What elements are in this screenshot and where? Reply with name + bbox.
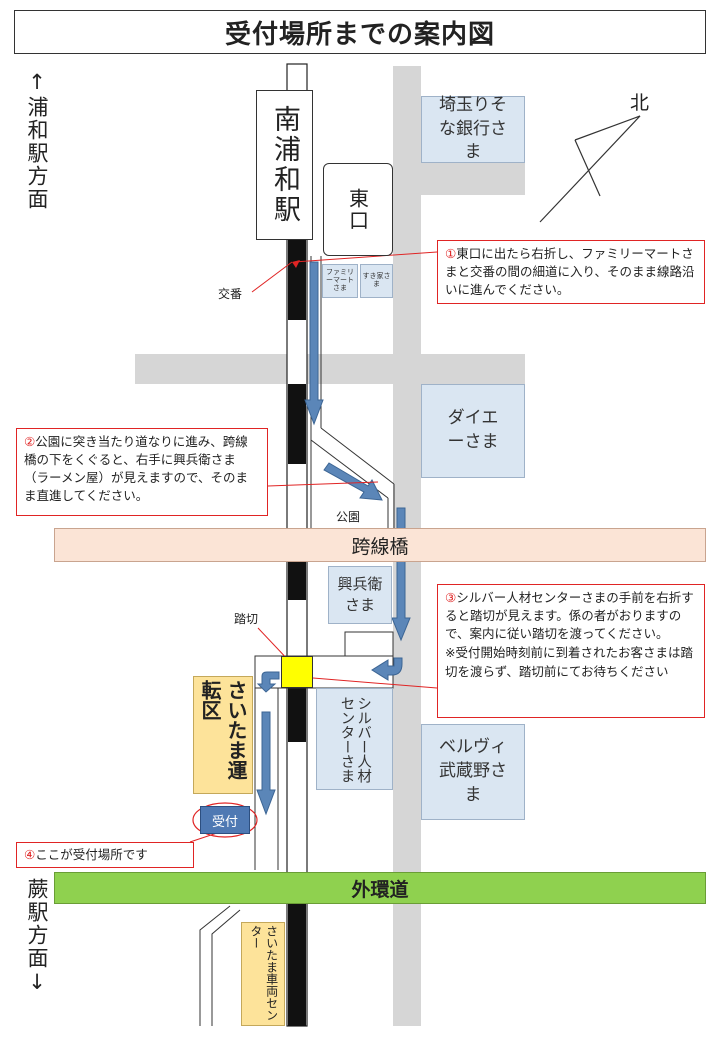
saitama-unten-ku: さいたま運転区 bbox=[193, 676, 253, 794]
koban-label: 交番 bbox=[218, 287, 243, 301]
crossing-label: 踏切 bbox=[234, 612, 259, 626]
railway-crossing bbox=[281, 656, 313, 688]
railway-block bbox=[288, 240, 306, 320]
bellvie-musashino: ベルヴィ武蔵野さま bbox=[421, 724, 525, 820]
station-name: 南浦和駅 bbox=[269, 105, 300, 225]
route-arrows bbox=[256, 261, 411, 816]
park-label: 公園 bbox=[336, 510, 361, 524]
direction-warabi: 蕨駅方面↓ bbox=[25, 878, 49, 996]
callout-step-3: ③シルバー人材センターさまの手前を右折すると踏切が見えます。係の者がおりますので… bbox=[437, 584, 705, 718]
railway-block bbox=[288, 560, 306, 600]
callout-step-4: ④ここが受付場所です bbox=[16, 842, 194, 868]
callout-step-1: ①東口に出たら右折し、ファミリーマートさまと交番の間の細道に入り、そのまま線路沿… bbox=[437, 240, 705, 304]
silver-jinzai-center: シルバー人材センターさま bbox=[316, 688, 393, 790]
direction-urawa: ↑浦和駅方面 bbox=[25, 70, 49, 211]
horizontal-road-top bbox=[421, 163, 525, 195]
daiei: ダイエーさま bbox=[421, 384, 525, 478]
station-building: 南浦和駅 bbox=[256, 90, 313, 240]
east-exit: 東口 bbox=[323, 163, 393, 256]
callout-step-2: ②公園に突き当たり道なりに進み、跨線橋の下をくぐると、右手に興兵衛さま（ラーメン… bbox=[16, 428, 268, 516]
sukiya: すき家さま bbox=[360, 264, 393, 298]
railway-block bbox=[288, 688, 306, 742]
saitama-resona-bank: 埼玉りそな銀行さま bbox=[421, 95, 525, 163]
page-title: 受付場所までの案内図 bbox=[14, 10, 706, 54]
railway-block bbox=[288, 880, 306, 1026]
reception-marker: 受付 bbox=[200, 806, 250, 834]
bridge-label: 跨線橋 bbox=[351, 535, 409, 558]
bridge-road: 跨線橋 bbox=[54, 528, 706, 562]
gaikando-road: 外環道 bbox=[54, 872, 706, 904]
callout-pointers bbox=[189, 251, 438, 843]
horizontal-road-middle bbox=[135, 354, 525, 384]
railway-block bbox=[288, 384, 306, 464]
east-exit-label: 東口 bbox=[345, 187, 370, 232]
callout-step-3-note: ※受付開始時刻前に到着されたお客さまは踏切を渡らず、踏切前にてお待ちください bbox=[445, 645, 693, 679]
hyoe-ramen: 興兵衛さま bbox=[328, 566, 392, 624]
north-label: 北 bbox=[630, 92, 650, 114]
family-mart: ファミリーマートさま bbox=[322, 264, 358, 298]
north-compass bbox=[539, 115, 641, 223]
gaikando-label: 外環道 bbox=[351, 878, 409, 901]
saitama-sharyo-center: さいたま車両センター bbox=[241, 922, 285, 1026]
